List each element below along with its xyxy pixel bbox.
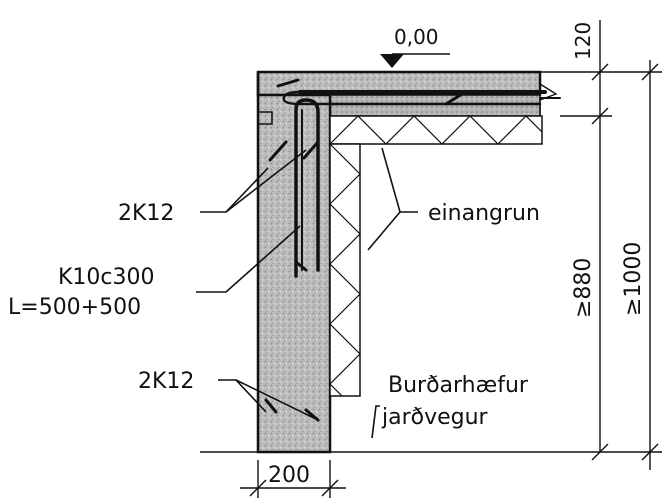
concrete-slab-lower [329, 94, 541, 117]
slab-hook [282, 90, 542, 106]
insulation-horizontal [329, 115, 543, 145]
dim-width-tick-1 [249, 479, 267, 497]
insulation [329, 115, 543, 397]
insulation-vertical-hatch [329, 143, 361, 397]
leader-lines [196, 147, 418, 439]
label-dim-slab: 120 [571, 22, 595, 60]
rebar-tick-5 [294, 260, 308, 272]
dim-total-tick-2 [641, 443, 659, 461]
level-marker: 0,00 [380, 25, 450, 68]
label-rebar-bottom: 2K12 [138, 369, 194, 394]
label-soil-line2: jarðvegur [381, 405, 489, 430]
rebar-tick-4 [302, 140, 320, 160]
label-insulation: einangrun [428, 201, 540, 226]
label-stirrup: K10c300 [58, 265, 155, 290]
rebar-tick-2 [444, 92, 464, 106]
leader-insulation-a [381, 147, 418, 213]
dim-slab-tick-1 [591, 63, 609, 81]
level-value: 0,00 [394, 25, 439, 49]
dim-width-tick-2 [321, 479, 339, 497]
leader-rebar-bottom-b [235, 379, 319, 421]
stirrup-bar [294, 98, 320, 278]
leader-soil [371, 405, 380, 439]
rebar-bottom-1 [264, 398, 278, 414]
label-wall-width: 200 [268, 463, 310, 488]
labels: 2K12 K10c300 L=500+500 2K12 einangrun Bu… [8, 22, 646, 488]
dimensions [200, 20, 662, 498]
leader-rebar-top-b [225, 149, 307, 213]
dim-total-tick-1 [641, 63, 659, 81]
label-stirrup-length: L=500+500 [8, 295, 141, 320]
concrete-section [256, 70, 558, 454]
label-soil-line1: Burðarhæfur [388, 373, 529, 398]
insulation-horizontal-hatch [329, 115, 543, 145]
rebar-tick-1 [276, 78, 300, 88]
dim-slab-tick-2 [591, 107, 609, 125]
wall-notch [258, 111, 273, 125]
leader-stirrup [196, 225, 301, 293]
label-dim-total-height: ≥1000 [621, 242, 646, 316]
label-rebar-top: 2K12 [118, 201, 174, 226]
rebar-tick-3 [268, 140, 288, 162]
label-dim-wall-height: ≥880 [571, 258, 596, 318]
slab-break-line [539, 72, 558, 116]
leader-insulation-b [367, 211, 401, 251]
dim-slab-tick-3 [591, 443, 609, 461]
level-triangle-icon [380, 54, 404, 68]
insulation-vertical [329, 143, 361, 397]
reinforcement [264, 78, 561, 422]
